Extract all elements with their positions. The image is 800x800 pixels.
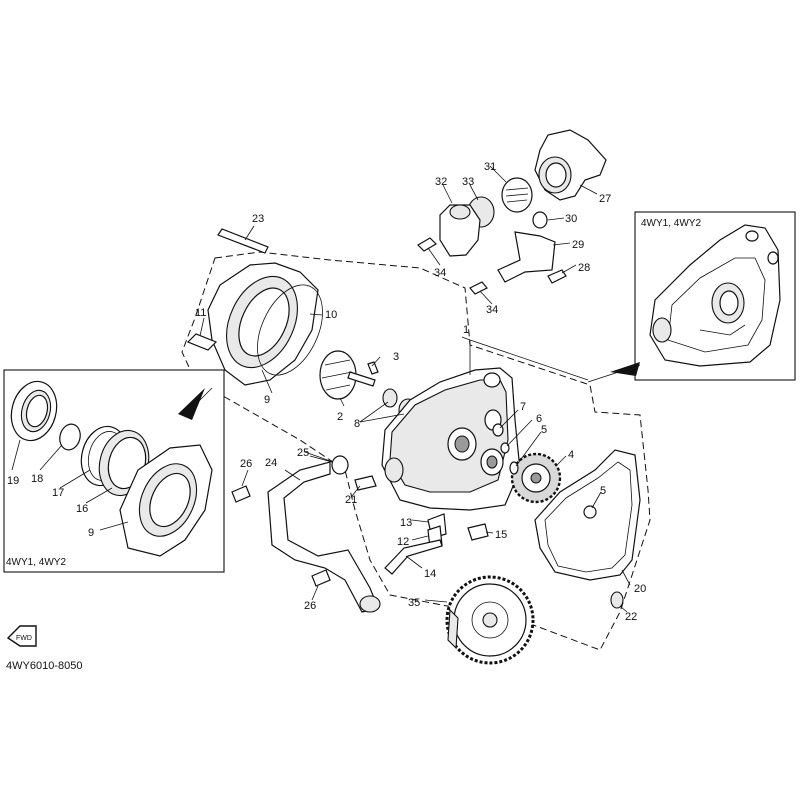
callout-11: 11 [195,307,206,319]
callout-25: 25 [297,447,309,459]
pin-3 [367,361,379,375]
o-ring-25 [331,455,349,475]
callout-13: 13 [400,517,412,529]
callout-32: 32 [435,176,447,188]
bolt-28 [547,269,567,284]
callout-29: 29 [572,239,584,251]
callout-20: 20 [634,583,646,595]
callout-1: 1 [463,324,469,336]
callout-5a: 5 [541,424,547,436]
callout-12: 12 [397,536,409,548]
callout-17: 17 [52,487,64,499]
callout-34a: 34 [434,267,446,279]
inset-left: 4WY1, 4WY2 [3,369,225,573]
callout-24: 24 [265,457,277,469]
callout-14: 14 [424,568,436,580]
bolt-23 [217,228,269,254]
bearing-7 [492,423,504,437]
seal-8a [382,388,398,408]
callout-23: 23 [252,213,264,225]
callout-19: 19 [7,475,19,487]
bolt-11 [186,333,218,351]
bracket-29 [497,231,556,283]
gasket-10 [257,284,323,376]
callout-9a: 9 [264,394,270,406]
callout-7: 7 [520,401,526,413]
inset-right-title: 4WY1, 4WY2 [641,218,701,229]
bolt-34b [469,281,488,295]
callout-5b: 5 [600,485,606,497]
inset-right: 4WY1, 4WY2 [587,211,796,383]
callout-33: 33 [462,176,474,188]
callout-16: 16 [76,503,88,515]
callout-28: 28 [578,262,590,274]
callout-26a: 26 [240,458,252,470]
callout-35: 35 [408,597,420,609]
callout-8: 8 [354,418,360,430]
front-arrow-icon [6,625,37,647]
plug-22 [610,591,624,609]
callout-22: 22 [625,611,637,623]
assembly-dashed-outline [181,251,651,651]
bolt-26a [231,485,251,503]
front-arrow-text: FWD [16,635,32,642]
callout-30: 30 [565,213,577,225]
o-ring-30 [532,211,548,229]
callout-labels: 1 2 3 4 5 5 6 7 8 9 9 10 11 12 13 14 15 … [7,161,646,623]
callout-2: 2 [337,411,343,423]
diagram-reference-code: 4WY6010-8050 [6,660,82,672]
water-pipe-24 [267,461,379,613]
o-ring-18 [59,423,81,451]
callout-4: 4 [568,449,574,461]
callout-26b: 26 [304,600,316,612]
callout-10: 10 [325,309,337,321]
pipe-group [231,455,443,613]
cover-group [424,449,641,665]
callout-3: 3 [393,351,399,363]
callout-21: 21 [345,494,357,506]
circlip-5 [509,461,519,475]
callout-6: 6 [536,413,542,425]
bolt-34a [417,237,437,252]
inset-left-pointer [178,388,205,420]
callout-27: 27 [599,193,611,205]
fitting-15 [467,523,489,541]
inset-right-pointer [610,362,640,376]
thermostat-group [417,129,607,305]
callout-9b: 9 [88,527,94,539]
callout-18: 18 [31,473,43,485]
inset-left-title: 4WY1, 4WY2 [6,557,66,568]
bolt-26b [311,569,331,587]
hose-14 [384,539,443,575]
water-pump-main [186,225,589,549]
bolt-21 [354,475,377,491]
callout-31: 31 [484,161,496,173]
washer-6 [500,442,510,454]
callout-15: 15 [495,529,507,541]
front-arrow: FWD [6,625,37,647]
callout-34b: 34 [486,304,498,316]
